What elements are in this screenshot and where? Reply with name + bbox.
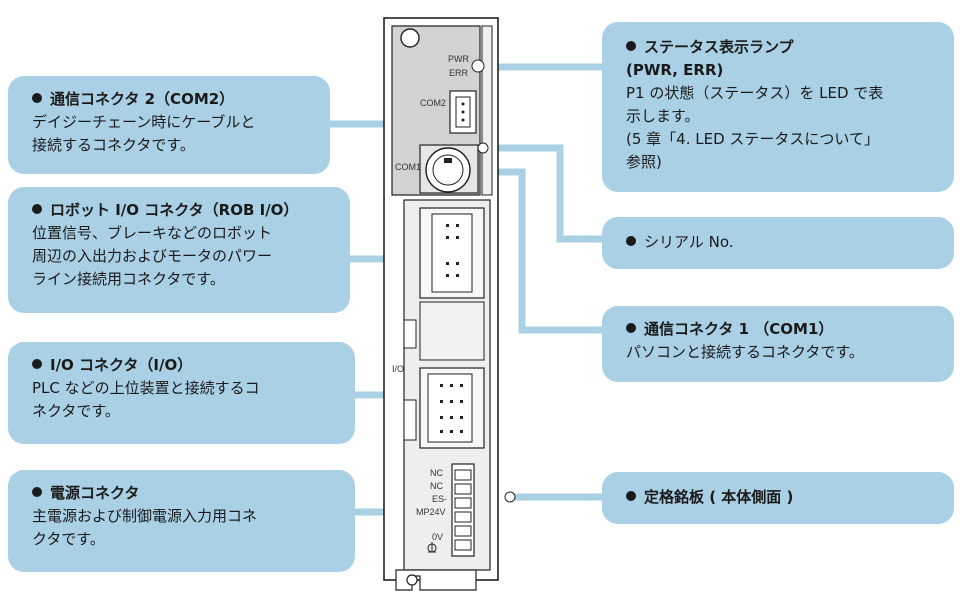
callout-status-lamp: ステータス表示ランプ (PWR, ERR) P1 の状態（ステータス）を LED… [602, 22, 954, 192]
bullet-icon [626, 41, 636, 51]
bullet-icon [32, 93, 42, 103]
label-io: I/O [392, 364, 404, 374]
controller-unit [383, 17, 516, 591]
callout-io: I/O コネクタ（I/O） PLC などの上位装置と接続するコ ネクタです。 [8, 342, 355, 444]
label-err: ERR [449, 68, 469, 78]
callout-desc: 位置信号、ブレーキなどのロボット 周辺の入出力およびモータのパワー ライン接続用… [32, 224, 273, 288]
bullet-icon [32, 487, 42, 497]
callout-serial-no: シリアル No. [602, 217, 954, 269]
label-com2: COM2 [420, 98, 446, 108]
callout-desc: P1 の状態（ステータス）を LED で表 示します。 (5 章「4. LED … [626, 84, 884, 171]
label-com1: COM1 [395, 162, 421, 172]
bullet-icon [32, 359, 42, 369]
leader-line-serial [483, 144, 606, 243]
callout-title: ロボット I/O コネクタ（ROB I/O） [50, 201, 299, 219]
label-mp24v: MP24V [416, 507, 446, 517]
callout-nameplate: 定格銘板 ( 本体側面 ) [602, 472, 954, 524]
callout-power: 電源コネクタ 主電源および制御電源入力用コネ クタです。 [8, 470, 355, 572]
callout-title: 定格銘板 ( 本体側面 ) [644, 488, 794, 506]
label-es: ES- [432, 494, 447, 504]
label-nc-1: NC [430, 468, 443, 478]
label-0v: 0V [432, 532, 443, 542]
callout-rob-io: ロボット I/O コネクタ（ROB I/O） 位置信号、ブレーキなどのロボット … [8, 187, 350, 313]
callout-title: I/O コネクタ（I/O） [50, 356, 193, 374]
callout-title: シリアル No. [644, 233, 734, 251]
label-nc-2: NC [430, 481, 443, 491]
callout-title: ステータス表示ランプ [644, 38, 794, 56]
callout-desc: PLC などの上位装置と接続するコ ネクタです。 [32, 379, 260, 420]
bullet-icon [626, 323, 636, 333]
callout-title: 通信コネクタ 2（COM2） [50, 90, 235, 108]
bullet-icon [32, 204, 42, 214]
bullet-icon [626, 491, 636, 501]
callout-desc: パソコンと接続するコネクタです。 [626, 343, 864, 361]
callout-title: 通信コネクタ 1 （COM1） [644, 320, 834, 338]
label-pwr: PWR [448, 54, 469, 64]
callout-desc: 主電源および制御電源入力用コネ クタです。 [32, 507, 258, 548]
callout-com1: 通信コネクタ 1 （COM1） パソコンと接続するコネクタです。 [602, 306, 954, 382]
callout-com2: 通信コネクタ 2（COM2） デイジーチェーン時にケーブルと 接続するコネクタで… [8, 76, 330, 174]
callout-title: 電源コネクタ [50, 484, 140, 502]
bullet-icon [626, 236, 636, 246]
callout-title-line2: (PWR, ERR) [626, 61, 724, 79]
callout-desc: デイジーチェーン時にケーブルと 接続するコネクタです。 [32, 113, 256, 154]
